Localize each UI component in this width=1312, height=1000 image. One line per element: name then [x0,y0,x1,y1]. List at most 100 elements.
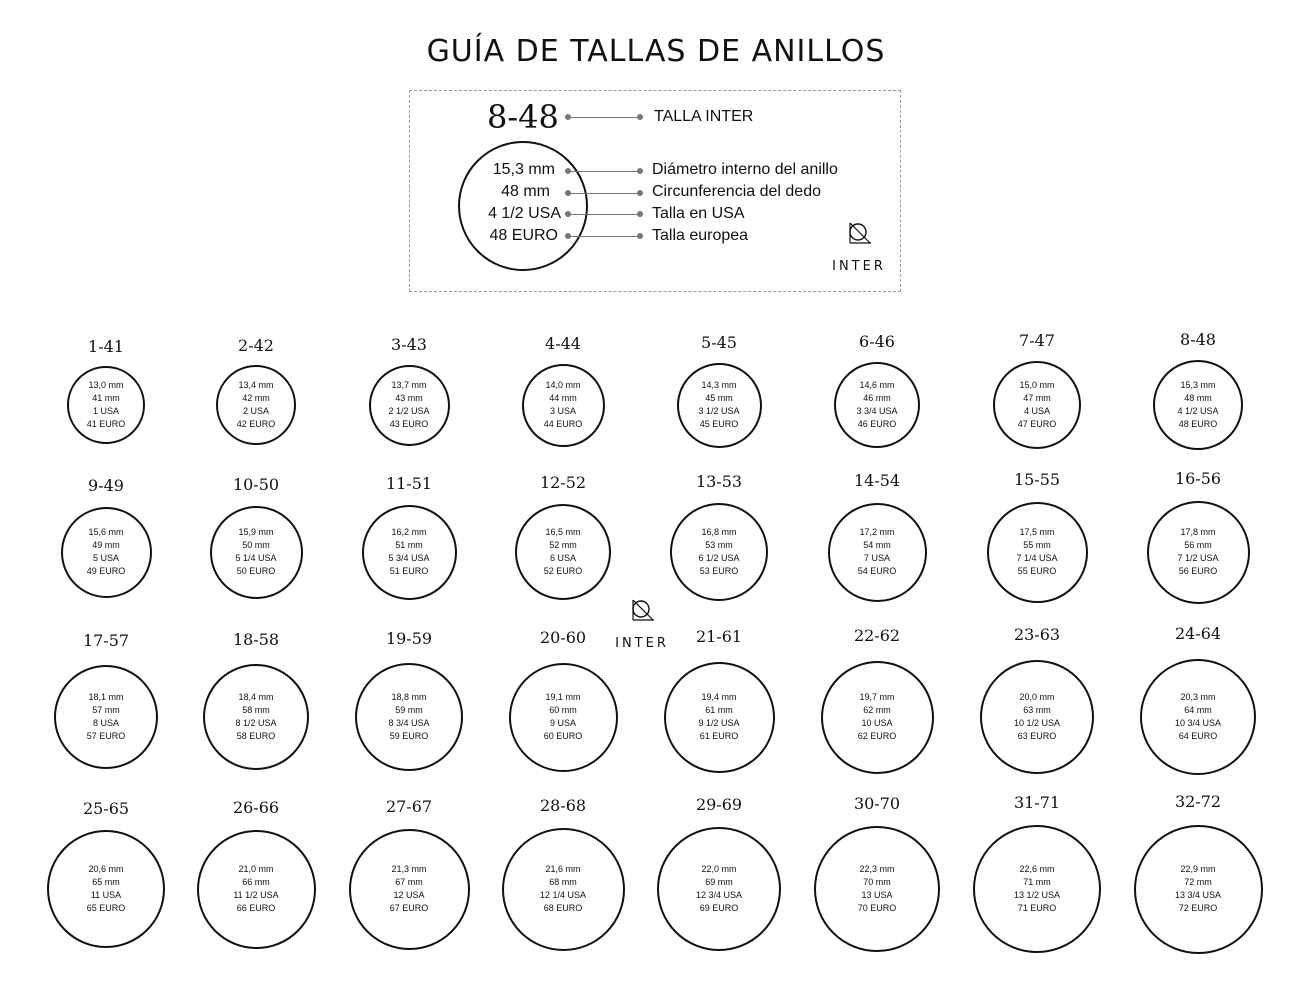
ring-usa-size: 10 USA [861,718,893,728]
ring-diameter: 21,6 mm [545,864,581,874]
ring-diameter: 21,3 mm [391,864,427,874]
leader-line [568,236,640,237]
ring-diameter: 14,3 mm [701,380,737,390]
ring-euro-size: 62 EURO [857,731,897,741]
ring-size-label: 22-62 [853,626,901,645]
ring-usa-size: 7 1/4 USA [1016,553,1058,563]
ring-usa-size: 4 1/2 USA [1177,406,1219,416]
ring-euro-size: 51 EURO [389,566,429,576]
ring-circumference: 41 mm [92,393,120,403]
ring-usa-size: 8 1/2 USA [235,718,277,728]
ring-size-label: 15-55 [1013,470,1061,489]
ring-diameter: 17,8 mm [1180,527,1216,537]
ring-euro-size: 52 EURO [543,566,583,576]
ring-diameter: 19,4 mm [701,692,737,702]
legend-value-circumference: 48 mm [501,183,550,200]
ring-size-label: 20-60 [539,628,587,647]
ring-size-label: 13-53 [695,472,743,491]
ring-usa-size: 5 USA [92,553,119,563]
ring-euro-size: 54 EURO [857,566,897,576]
ring-euro-size: 64 EURO [1178,731,1218,741]
ring-size-label: 27-67 [385,797,433,816]
ring-circumference: 65 mm [92,877,120,887]
ring-diameter: 18,1 mm [88,692,124,702]
ring-euro-size: 59 EURO [389,731,429,741]
ring-size-label: 17-57 [82,631,130,650]
ring-usa-size: 11 USA [90,890,122,900]
ring-usa-size: 3 3/4 USA [856,406,898,416]
ring-euro-size: 45 EURO [699,419,739,429]
ring-size-label: 16-56 [1174,469,1222,488]
ring-circumference: 62 mm [863,705,891,715]
ring-circumference: 47 mm [1023,393,1051,403]
ring-size-label: 1-41 [88,337,124,356]
ring-usa-size: 7 USA [863,553,890,563]
ring-circumference: 61 mm [705,705,733,715]
legend-label-usa: Talla en USA [652,205,745,222]
ring-euro-size: 50 EURO [236,566,276,576]
brand-logo-watermark: INTER [612,595,672,651]
ring-euro-size: 41 EURO [86,419,126,429]
ring-usa-size: 13 1/2 USA [1013,890,1061,900]
ring-size-label: 23-63 [1013,625,1061,644]
ring-circumference: 64 mm [1184,705,1212,715]
ring-euro-size: 70 EURO [857,903,897,913]
ring-size-label: 24-64 [1174,624,1222,643]
ring-usa-size: 9 USA [549,718,576,728]
leader-dot [637,233,643,239]
ring-circumference: 56 mm [1184,540,1212,550]
ring-size-label: 10-50 [232,475,280,494]
brand-logo: INTER [829,218,889,274]
ring-size-label: 18-58 [232,630,280,649]
leader-line [568,171,640,172]
ring-usa-size: 6 USA [549,553,576,563]
ring-circumference: 59 mm [395,705,423,715]
leader-line [568,214,640,215]
ring-diameter: 17,5 mm [1019,527,1055,537]
leader-dot [637,168,643,174]
ring-usa-size: 3 1/2 USA [698,406,740,416]
legend-label-circumference: Circunferencia del dedo [652,183,821,200]
ring-circumference: 53 mm [705,540,733,550]
ring-euro-size: 69 EURO [699,903,739,913]
ring-circumference: 60 mm [549,705,577,715]
ring-euro-size: 60 EURO [543,731,583,741]
ring-size-label: 7-47 [1019,331,1055,350]
ring-diameter: 18,4 mm [238,692,274,702]
ring-euro-size: 72 EURO [1178,903,1218,913]
ring-euro-size: 43 EURO [389,419,429,429]
ring-euro-size: 57 EURO [86,731,126,741]
ring-size-label: 2-42 [238,336,274,355]
ring-size-label: 32-72 [1174,792,1222,811]
ring-circumference: 55 mm [1023,540,1051,550]
ring-usa-size: 5 1/4 USA [235,553,277,563]
ring-euro-size: 71 EURO [1017,903,1057,913]
ring-diameter: 14,0 mm [545,380,581,390]
ring-euro-size: 68 EURO [543,903,583,913]
ring-usa-size: 11 1/2 USA [233,890,279,900]
legend-size-label: TALLA INTER [654,108,754,125]
legend-size: 8-48 [487,98,559,136]
leader-dot [637,190,643,196]
ring-size-label: 3-43 [391,335,427,354]
ring-diameter: 18,8 mm [391,692,427,702]
